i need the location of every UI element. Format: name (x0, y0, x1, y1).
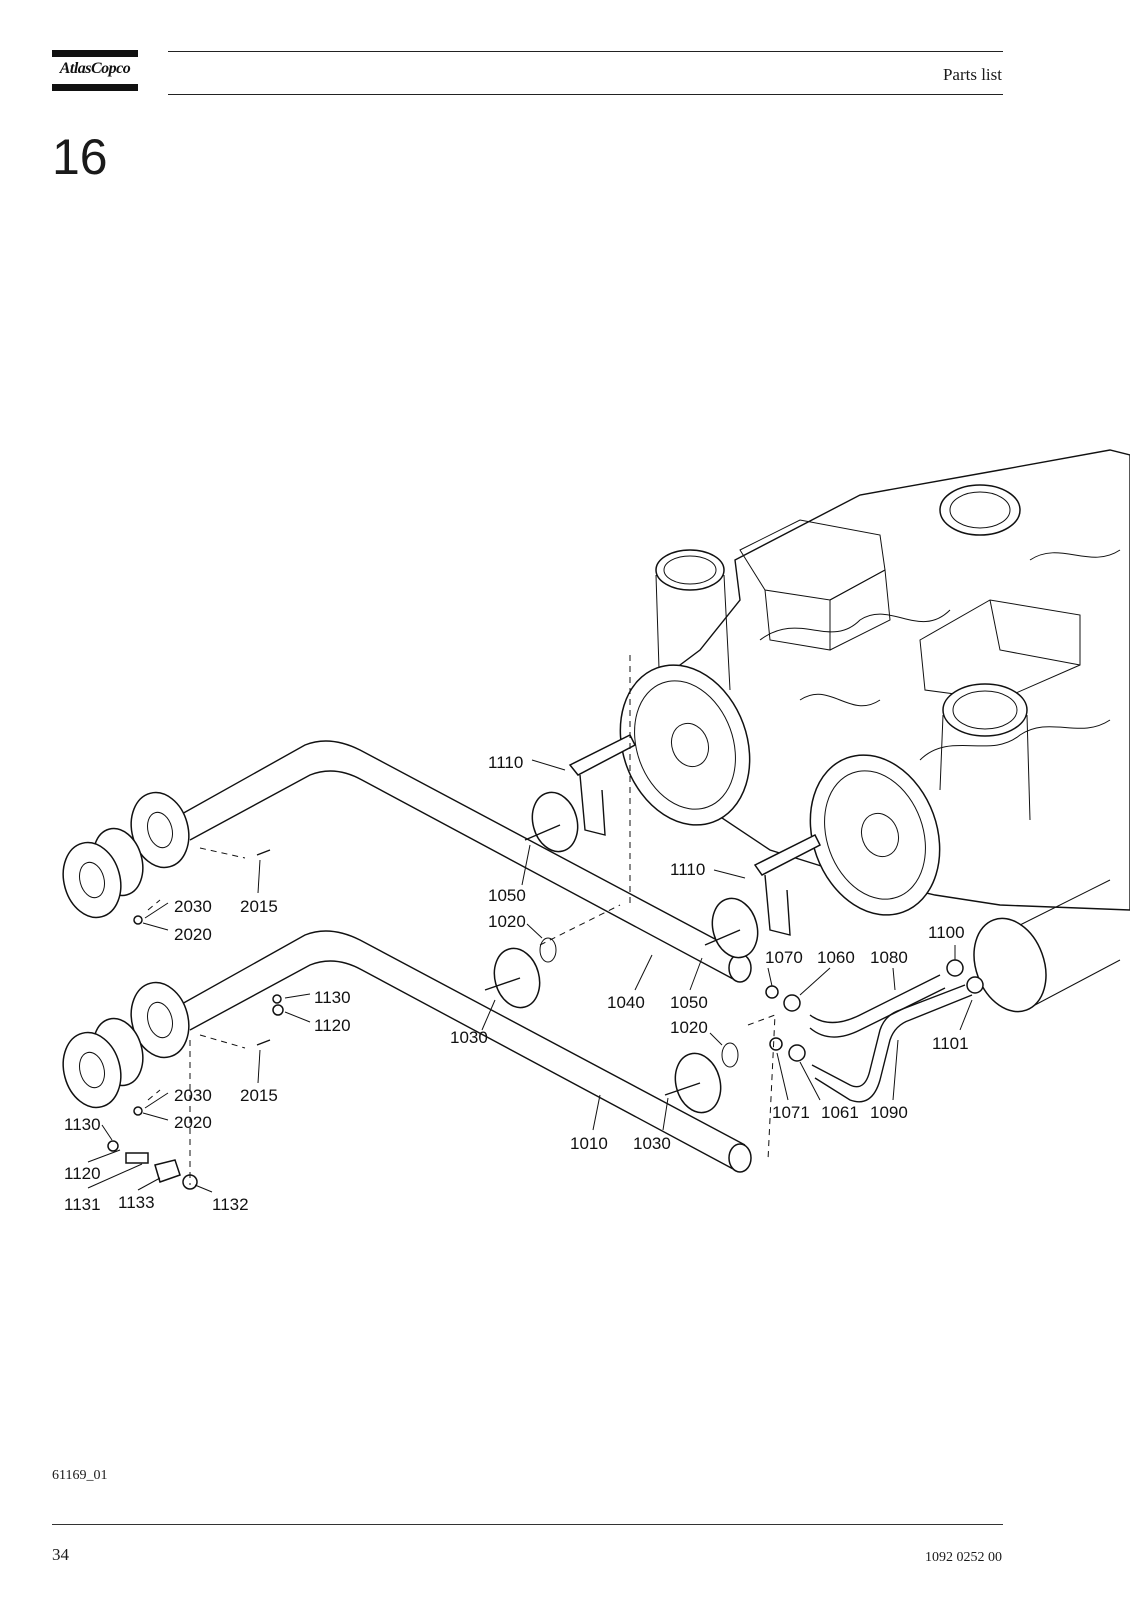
callout-2030-b: 2030 (174, 1086, 212, 1105)
callout-1133: 1133 (118, 1193, 155, 1212)
callout-1030-a: 1030 (450, 1028, 488, 1047)
footer-rule (52, 1524, 1003, 1525)
logo-bar-top (52, 50, 138, 57)
logo-wordmark: AtlasCopco (59, 60, 131, 77)
callout-1110-b: 1110 (670, 860, 705, 879)
hoses-and-fittings (765, 959, 984, 1103)
callout-1070: 1070 (765, 948, 803, 967)
callout-1120-b: 1120 (64, 1164, 101, 1183)
callout-2015-a: 2015 (240, 897, 278, 916)
callout-1110-a: 1110 (488, 753, 523, 772)
callout-1061: 1061 (821, 1103, 859, 1122)
callout-1130-b: 1130 (64, 1115, 101, 1134)
drain-parts (107, 849, 284, 1190)
callout-1050-a: 1050 (488, 886, 526, 905)
callout-1080: 1080 (870, 948, 908, 967)
callout-1090: 1090 (870, 1103, 908, 1122)
callout-1020-b: 1020 (670, 1018, 708, 1037)
callout-1040: 1040 (607, 993, 645, 1012)
callout-2030-a: 2030 (174, 897, 212, 916)
alignment-lines (147, 655, 776, 1185)
callout-1100: 1100 (928, 923, 965, 942)
header-rule-bottom (168, 94, 1003, 95)
callout-2020-b: 2020 (174, 1113, 212, 1132)
pipe-upper (62, 740, 752, 983)
flanges-and-bolts (484, 791, 759, 1114)
callout-1130-a: 1130 (314, 988, 351, 1007)
callout-1071: 1071 (772, 1103, 810, 1122)
callout-1131: 1131 (64, 1195, 101, 1214)
page-number: 34 (52, 1545, 69, 1564)
figure-code: 61169_01 (52, 1468, 108, 1483)
valves-1110 (568, 733, 822, 936)
callout-1101: 1101 (932, 1034, 969, 1053)
atlas-copco-logo: AtlasCopco (52, 50, 138, 94)
callout-1120-a: 1120 (314, 1016, 351, 1035)
callout-labels: 1110 1110 1050 1020 1040 1050 1070 1060 … (64, 753, 969, 1214)
document-number: 1092 0252 00 (925, 1550, 1002, 1565)
section-title: Parts list (942, 65, 1002, 84)
callout-1020-a: 1020 (488, 912, 526, 931)
callout-1010: 1010 (570, 1134, 608, 1153)
logo-bar-bottom (52, 84, 138, 91)
section-number: 16 (52, 129, 108, 185)
callout-1050-b: 1050 (670, 993, 708, 1012)
callout-1030-b: 1030 (633, 1134, 671, 1153)
compressor-block (619, 449, 1130, 1013)
header-rule-top (168, 51, 1003, 52)
callout-2020-a: 2020 (174, 925, 212, 944)
callout-1060: 1060 (817, 948, 855, 967)
leader-lines (87, 759, 973, 1193)
callout-1132: 1132 (212, 1195, 249, 1214)
pipe-lower (62, 930, 752, 1173)
callout-2015-b: 2015 (240, 1086, 278, 1105)
